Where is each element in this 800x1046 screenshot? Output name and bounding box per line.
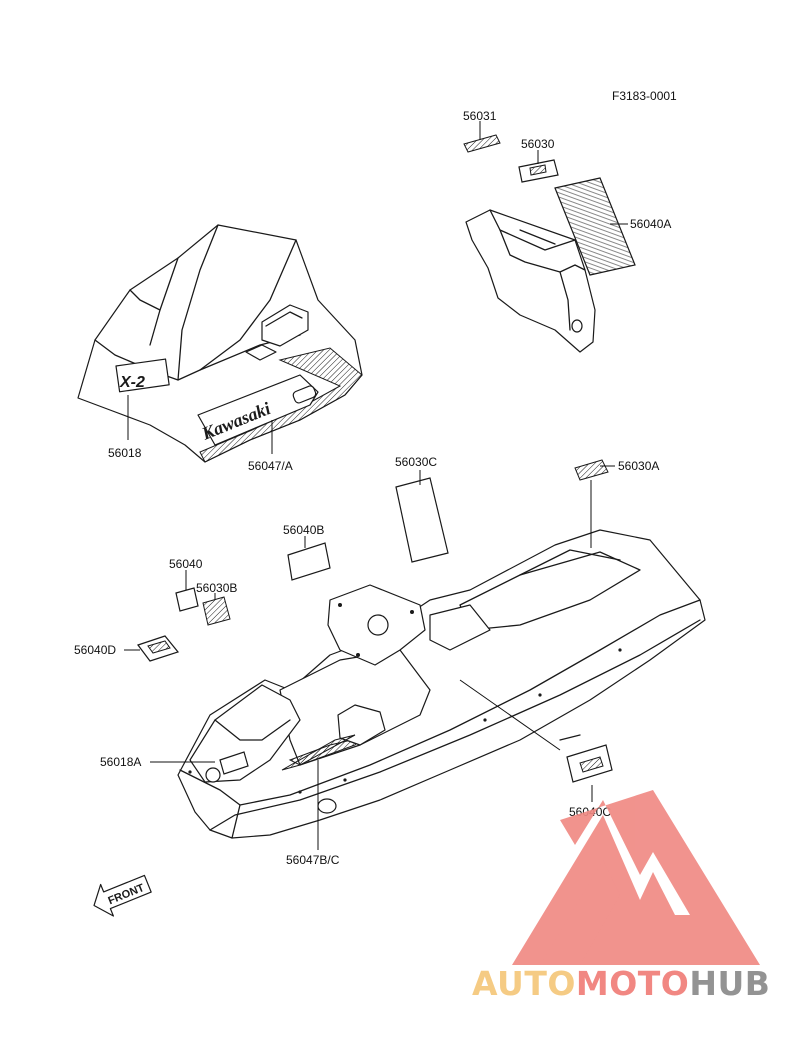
label-56030b: 56030B: [196, 581, 237, 595]
label-56047a: 56047/A: [248, 459, 293, 473]
hood-model-text: X-2: [119, 374, 145, 391]
watermark-triangle-icon: [512, 790, 760, 965]
hull: [177, 529, 706, 839]
label-56030c: 56030C: [395, 455, 437, 469]
label-56040d: 56040D: [74, 643, 116, 657]
reference-code: F3183-0001: [612, 89, 677, 103]
label-56040a: 56040A: [630, 217, 671, 231]
decal-56030b: [202, 596, 231, 626]
decal-56031: [463, 134, 501, 153]
leader-lines: [124, 121, 628, 850]
decal-56030a: [574, 459, 609, 481]
watermark-hub: HUB: [689, 964, 770, 1003]
label-56030: 56030: [521, 137, 555, 151]
decal-56030: [518, 159, 559, 183]
rear-cover: [465, 209, 596, 353]
label-56040b: 56040B: [283, 523, 324, 537]
watermark-logo: AUTOMOTOHUB: [472, 790, 770, 1003]
label-56047bc: 56047B/C: [286, 853, 340, 867]
watermark-moto: MOTO: [576, 964, 689, 1003]
decal-56040a: [554, 177, 636, 276]
label-56031: 56031: [463, 109, 497, 123]
decal-56040: [175, 587, 199, 612]
label-56018: 56018: [108, 446, 142, 460]
model-decal-56018: X-2: [115, 358, 170, 393]
label-56030a: 56030A: [618, 459, 659, 473]
decal-56040c: [566, 744, 613, 783]
decal-56040b: [287, 542, 331, 581]
svg-text:AUTOMOTOHUB: AUTOMOTOHUB: [472, 964, 770, 1003]
watermark-auto: AUTO: [472, 964, 576, 1003]
label-56018a: 56018A: [100, 755, 141, 769]
front-direction-arrow: FRONT: [93, 874, 152, 917]
decal-56030c: [395, 477, 449, 563]
label-56040: 56040: [169, 557, 203, 571]
hood-cover: Kawasaki X-2: [77, 224, 363, 463]
stripe-decal-56047bc: [281, 734, 356, 771]
